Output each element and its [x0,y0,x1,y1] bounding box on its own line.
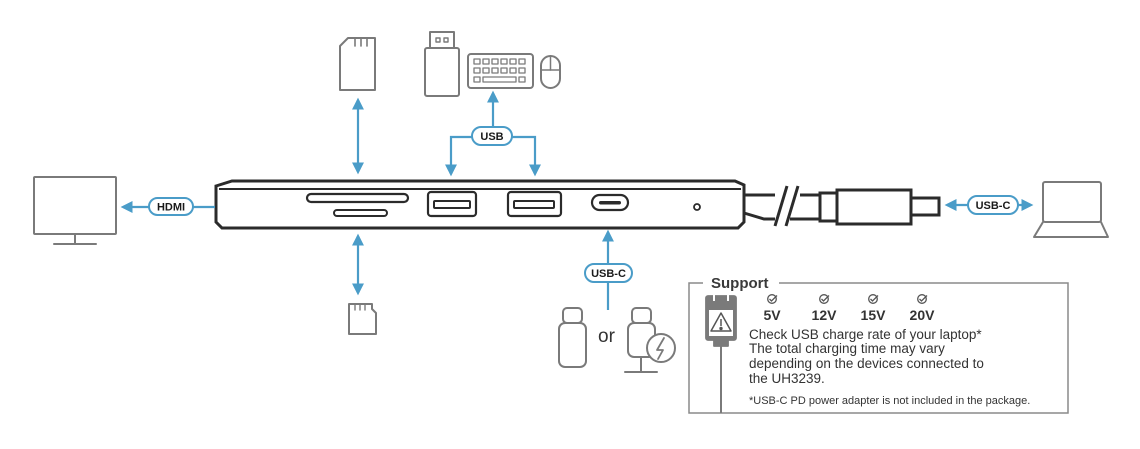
voltage-12v: 12V [812,307,838,323]
voltage-5v: 5V [763,307,781,323]
usb-a-port-2 [506,190,563,218]
voltage-list: 5V 12V 15V 20V [763,294,936,323]
power-adapter-icon [624,307,676,373]
usb-c-hub [214,179,746,230]
usb-c-host-label-pill: USB-C [967,195,1019,215]
check-icon [767,294,928,304]
voltage-15v: 15V [861,307,887,323]
usb-label: USB [480,131,503,143]
hdmi-label-pill: HDMI [148,197,194,216]
usb-c-port [590,193,630,212]
usb-c-pd-label: USB-C [591,268,626,280]
or-label: or [598,326,616,347]
hub-cable [743,185,941,227]
laptop-icon [1033,181,1109,238]
warning-icon [705,294,737,413]
support-line-2: The total charging time may vary [749,341,945,356]
voltage-20v: 20V [910,307,936,323]
monitor-icon [33,176,117,245]
usb-flash-drive-icon [424,31,460,97]
support-panel: Support 5V 12V 15V 20V Che [688,275,1069,414]
support-line-3: depending on the devices connected to [749,356,984,371]
keyboard-icon [467,53,534,89]
usb-c-pd-label-pill: USB-C [584,263,633,283]
usb-c-plug-icon [558,307,587,368]
support-line-4: the UH3239. [749,371,825,386]
microsd-card-icon [348,303,377,335]
usb-a-port-1 [426,190,478,218]
sd-card-slot [305,192,410,204]
support-footnote: *USB-C PD power adapter is not included … [749,395,1030,407]
mouse-icon [540,55,561,89]
usb-c-host-label: USB-C [976,200,1011,212]
sd-card-icon [339,37,376,91]
hdmi-label: HDMI [157,202,185,214]
support-line-1: Check USB charge rate of your laptop* [749,327,982,342]
usb-label-pill: USB [471,126,513,146]
led-indicator [693,203,701,211]
microsd-card-slot [333,209,388,217]
support-title: Support [711,275,769,292]
